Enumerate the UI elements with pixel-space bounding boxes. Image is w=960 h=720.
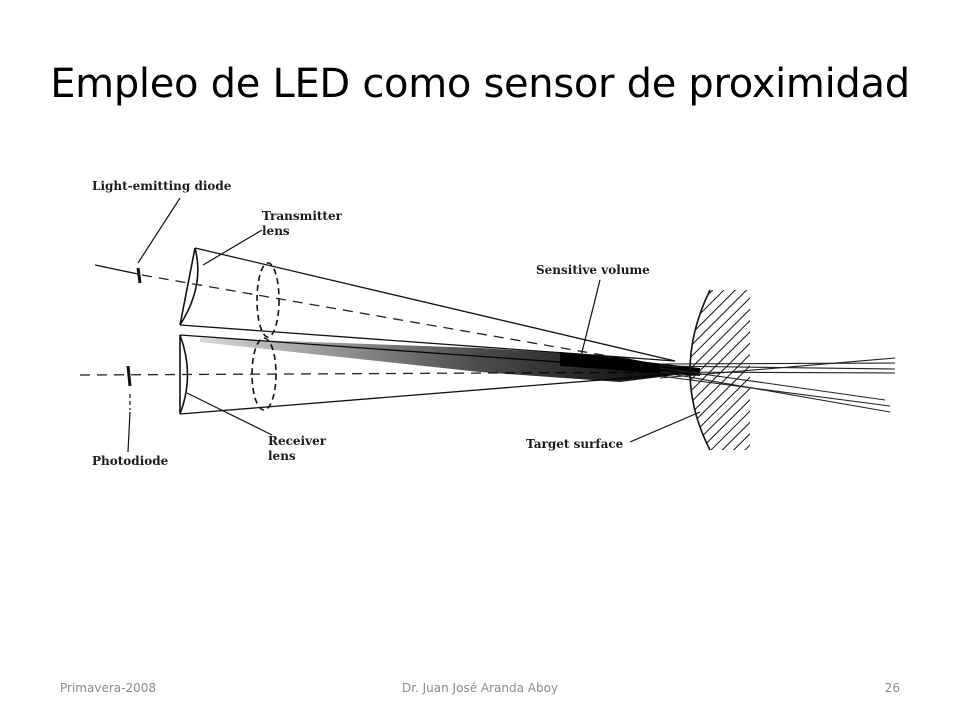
label-receiver-2: lens <box>268 449 296 463</box>
transmitter-lens <box>179 247 280 338</box>
leader-led <box>137 197 181 264</box>
label-photodiode: Photodiode <box>92 454 169 468</box>
slide-title: Empleo de LED como sensor de proximidad <box>50 61 910 107</box>
label-sensitive-volume: Sensitive volume <box>536 263 650 277</box>
leader-photodiode <box>127 411 131 453</box>
transmitter-axis <box>141 274 701 373</box>
label-transmitter-2: lens <box>262 224 290 238</box>
target-surface <box>689 289 750 451</box>
leader-transmitter <box>202 229 263 266</box>
footer-author: Dr. Juan José Aranda Aboy <box>401 681 559 695</box>
sensitive-volume <box>200 338 700 382</box>
footer-date: Primavera-2008 <box>60 681 156 695</box>
label-receiver-1: Receiver <box>268 434 327 448</box>
label-target-surface: Target surface <box>526 437 624 451</box>
proximity-sensor-diagram: Light-emitting diode Transmitter lens Se… <box>79 179 896 468</box>
leader-target-surface <box>629 411 701 443</box>
photodiode <box>126 365 132 410</box>
leader-sensitive-volume <box>579 279 601 361</box>
sensitive-volume-core <box>560 352 700 376</box>
leader-receiver <box>186 392 273 436</box>
transmitter-cone <box>179 247 676 362</box>
label-led: Light-emitting diode <box>92 179 232 193</box>
footer-page-number: 26 <box>884 681 900 695</box>
led-emitter <box>94 264 142 284</box>
label-transmitter-1: Transmitter <box>262 209 343 223</box>
